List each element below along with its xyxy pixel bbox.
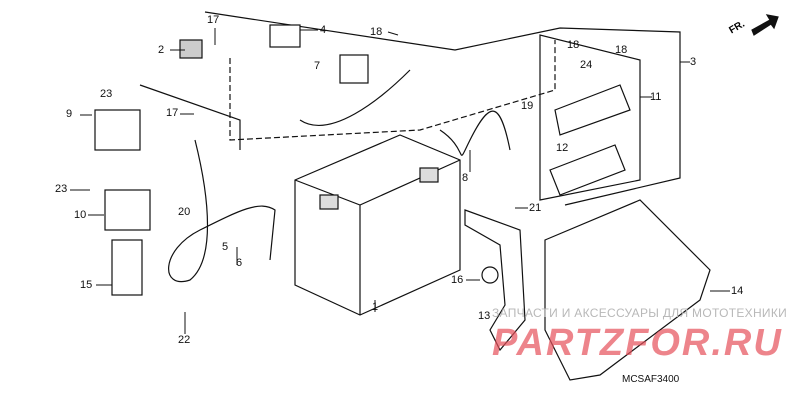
callout-17: 17: [207, 14, 220, 26]
callout-14: 14: [731, 285, 744, 297]
part-4: [269, 24, 301, 48]
part-7: [339, 54, 369, 84]
callout-5: 5: [222, 241, 229, 253]
harness-outline: [229, 40, 556, 141]
callout-21: 21: [529, 202, 542, 214]
bracket-15: [111, 239, 143, 296]
callout-6: 6: [236, 257, 243, 269]
cable-7: [299, 69, 411, 126]
relay-cover-10: [104, 189, 151, 231]
part-2: [179, 39, 203, 59]
callout-18: 18: [370, 26, 383, 38]
callout-4: 4: [320, 24, 327, 36]
fuse-holder-11: [554, 84, 631, 136]
callout-9: 9: [66, 108, 73, 120]
fuse-box-outline: [539, 34, 641, 201]
callout-7: 7: [314, 60, 321, 72]
callout-12: 12: [556, 142, 569, 154]
callout-1: 1: [372, 301, 379, 313]
cable-5: [168, 139, 276, 283]
battery-terminal: [419, 167, 439, 183]
callout-8: 8: [462, 172, 469, 184]
callout-18: 18: [567, 39, 580, 51]
callout-13: 13: [478, 310, 491, 322]
callout-23: 23: [55, 183, 68, 195]
callout-3: 3: [690, 56, 697, 68]
assembly-outline-3: [204, 11, 681, 206]
leader-9: [139, 84, 241, 150]
callout-19: 19: [521, 100, 534, 112]
relay-9: [94, 109, 141, 151]
battery-terminal: [319, 194, 339, 210]
cover-14: [544, 199, 711, 381]
callout-18: 18: [615, 44, 628, 56]
fuse-cover-12: [549, 144, 626, 196]
callout-17: 17: [166, 107, 179, 119]
callout-24: 24: [580, 59, 593, 71]
diagram-code: MCSAF3400: [622, 374, 680, 385]
callout-11: 11: [650, 91, 662, 103]
watermark-logo: PARTZFOR.RU: [492, 322, 783, 364]
callout-22: 22: [178, 334, 191, 346]
callout-16: 16: [451, 274, 464, 286]
callout-10: 10: [74, 209, 87, 221]
leader-lines: [70, 28, 730, 334]
battery: [294, 134, 461, 316]
front-direction-arrow-icon: [751, 14, 779, 36]
callout-23: 23: [100, 88, 113, 100]
battery-body: [294, 134, 461, 316]
watermark-text: ЗАПЧАСТИ И АКСЕССУАРЫ ДЛЯ МОТОТЕХНИКИ: [492, 306, 788, 320]
cable-8: [439, 110, 511, 156]
bracket-13: [464, 209, 526, 352]
grommet-16: [481, 266, 499, 284]
callout-20: 20: [178, 206, 191, 218]
callout-15: 15: [80, 279, 93, 291]
callout-2: 2: [158, 44, 165, 56]
